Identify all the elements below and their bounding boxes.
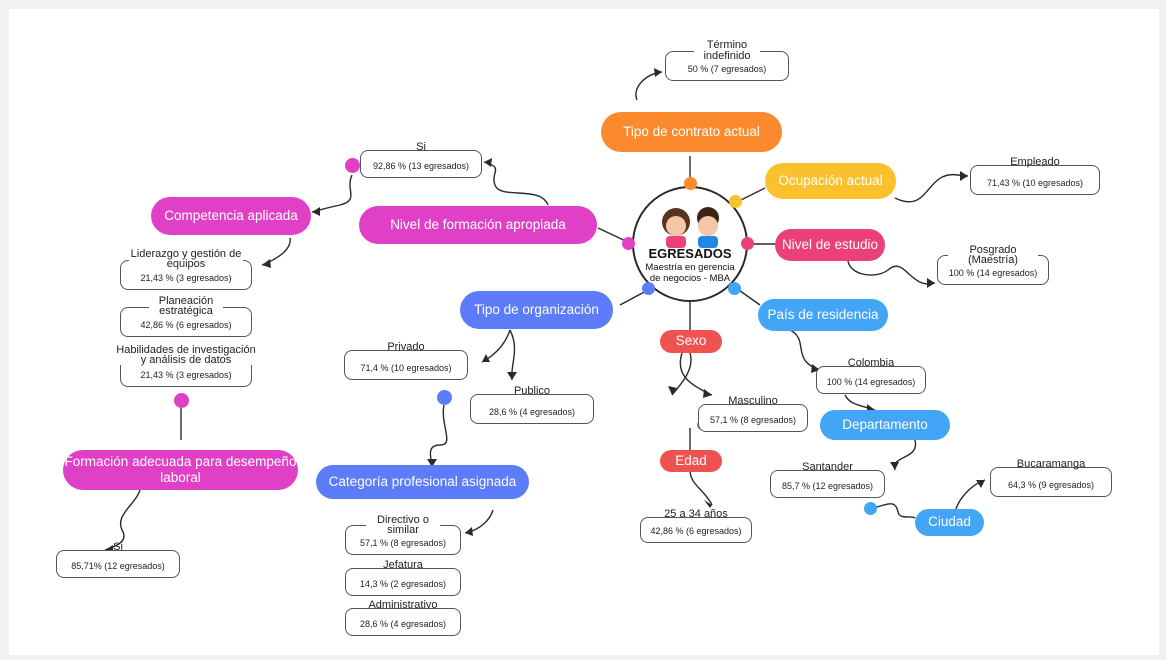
node-ciudad: Ciudad <box>915 509 984 536</box>
node-nivel-estudio: Nivel de estudio <box>775 229 885 261</box>
connector-dot <box>864 502 877 515</box>
box-label: Santander <box>802 461 853 473</box>
node-departamento: Departamento <box>820 410 950 440</box>
box-label: Liderazgo y gestión de equipos <box>129 248 243 270</box>
box-value: 85,71% (12 egresados) <box>71 561 165 571</box>
box-posgrado: Posgrado (Maestría) 100 % (14 egresados) <box>937 245 1049 285</box>
box-value: 85,7 % (12 egresados) <box>781 481 874 491</box>
box-jefatura: Jefatura 14,3 % (2 egresados) <box>345 560 461 596</box>
box-colombia: Colombia 100 % (14 egresados) <box>816 358 926 394</box>
box-si-formacion: Si 92,86 % (13 egresados) <box>360 142 482 178</box>
box-termino: Término indefinido 50 % (7 egresados) <box>665 40 789 81</box>
box-label: Planeación estratégica <box>149 296 223 317</box>
box-empleado: Empleado 71,43 % (10 egresados) <box>970 157 1100 195</box>
connector-dot <box>728 282 741 295</box>
center-subtitle: Maestría en gerencia de negocios - MBA <box>645 262 735 284</box>
connector-dot <box>729 195 742 208</box>
node-sexo: Sexo <box>660 330 722 353</box>
box-label: Si <box>113 541 123 553</box>
box-value: 14,3 % (2 egresados) <box>359 579 447 589</box>
node-tipo-contrato: Tipo de contrato actual <box>601 112 782 152</box>
node-ocupacion: Ocupación actual <box>765 163 896 199</box>
box-planeacion: Planeación estratégica 42,86 % (6 egresa… <box>120 296 252 337</box>
box-label: Jefatura <box>383 559 423 571</box>
box-label: Si <box>416 141 426 153</box>
box-label: Término indefinido <box>694 40 760 62</box>
node-tipo-organizacion: Tipo de organización <box>460 291 613 329</box>
box-value: 42,86 % (6 egresados) <box>140 320 232 330</box>
box-value: 100 % (14 egresados) <box>948 268 1038 278</box>
box-value: 21,43 % (3 egresados) <box>140 273 232 283</box>
connector-dot <box>741 237 754 250</box>
node-formacion-adecuada: Formación adecuada para desempeño labora… <box>63 450 298 490</box>
box-value: 28,6 % (4 egresados) <box>359 619 447 629</box>
box-value: 71,43 % (10 egresados) <box>986 178 1084 188</box>
node-nivel-formacion: Nivel de formación apropiada <box>359 206 597 244</box>
box-label: Colombia <box>847 357 895 369</box>
box-edad-rango: 25 a 34 años 42,86 % (6 egresados) <box>640 509 752 543</box>
connector-dot <box>345 158 360 173</box>
box-label: Masculino <box>728 395 778 407</box>
box-si-adecuada: Si 85,71% (12 egresados) <box>56 542 180 578</box>
box-value: 92,86 % (13 egresados) <box>372 161 470 171</box>
node-categoria: Categoría profesional asignada <box>316 465 529 499</box>
node-edad: Edad <box>660 450 722 472</box>
connector-dot <box>174 393 189 408</box>
box-value: 100 % (14 egresados) <box>826 377 916 387</box>
node-pais: País de residencia <box>758 299 888 331</box>
box-bucaramanga: Bucaramanga 64,3 % (9 egresados) <box>990 459 1112 497</box>
box-label: Administrativo <box>368 599 438 611</box>
connector-dot <box>642 282 655 295</box>
box-value: 57,1 % (8 egresados) <box>359 538 447 548</box>
box-label: Empleado <box>1010 156 1060 168</box>
box-label: Publico <box>513 385 551 397</box>
center-title: EGRESADOS <box>648 246 732 261</box>
box-label: Habilidades de investigación y análisis … <box>113 345 259 366</box>
box-privado: Privado 71,4 % (10 egresados) <box>344 342 468 380</box>
graduates-avatar-icon <box>662 207 719 248</box>
box-administrativo: Administrativo 28,6 % (4 egresados) <box>345 600 461 636</box>
box-label: Privado <box>387 341 425 353</box>
box-publico: Publico 28,6 % (4 egresados) <box>470 386 594 424</box>
box-value: 21,43 % (3 egresados) <box>140 370 232 380</box>
box-value: 42,86 % (6 egresados) <box>650 526 742 536</box>
box-value: 28,6 % (4 egresados) <box>488 407 576 417</box>
box-label: Bucaramanga <box>1016 458 1086 470</box>
box-directivo: Directivo o similar 57,1 % (8 egresados) <box>345 515 461 555</box>
box-value: 57,1 % (8 egresados) <box>709 415 797 425</box>
connector-dot <box>684 177 697 190</box>
connector-dot <box>622 237 635 250</box>
box-value: 64,3 % (9 egresados) <box>1007 480 1095 490</box>
box-value: 71,4 % (10 egresados) <box>360 363 452 373</box>
box-habilidades: Habilidades de investigación y análisis … <box>113 345 259 387</box>
box-label: 25 a 34 años <box>664 508 728 520</box>
node-competencia: Competencia aplicada <box>151 197 311 235</box>
box-label: Directivo o similar <box>366 515 440 536</box>
connector-dot <box>437 390 452 405</box>
box-masculino: Masculino 57,1 % (8 egresados) <box>698 396 808 432</box>
box-label: Posgrado (Maestría) <box>948 245 1038 266</box>
box-santander: Santander 85,7 % (12 egresados) <box>770 462 885 498</box>
box-value: 50 % (7 egresados) <box>687 64 767 74</box>
box-liderazgo: Liderazgo y gestión de equipos 21,43 % (… <box>120 249 252 290</box>
